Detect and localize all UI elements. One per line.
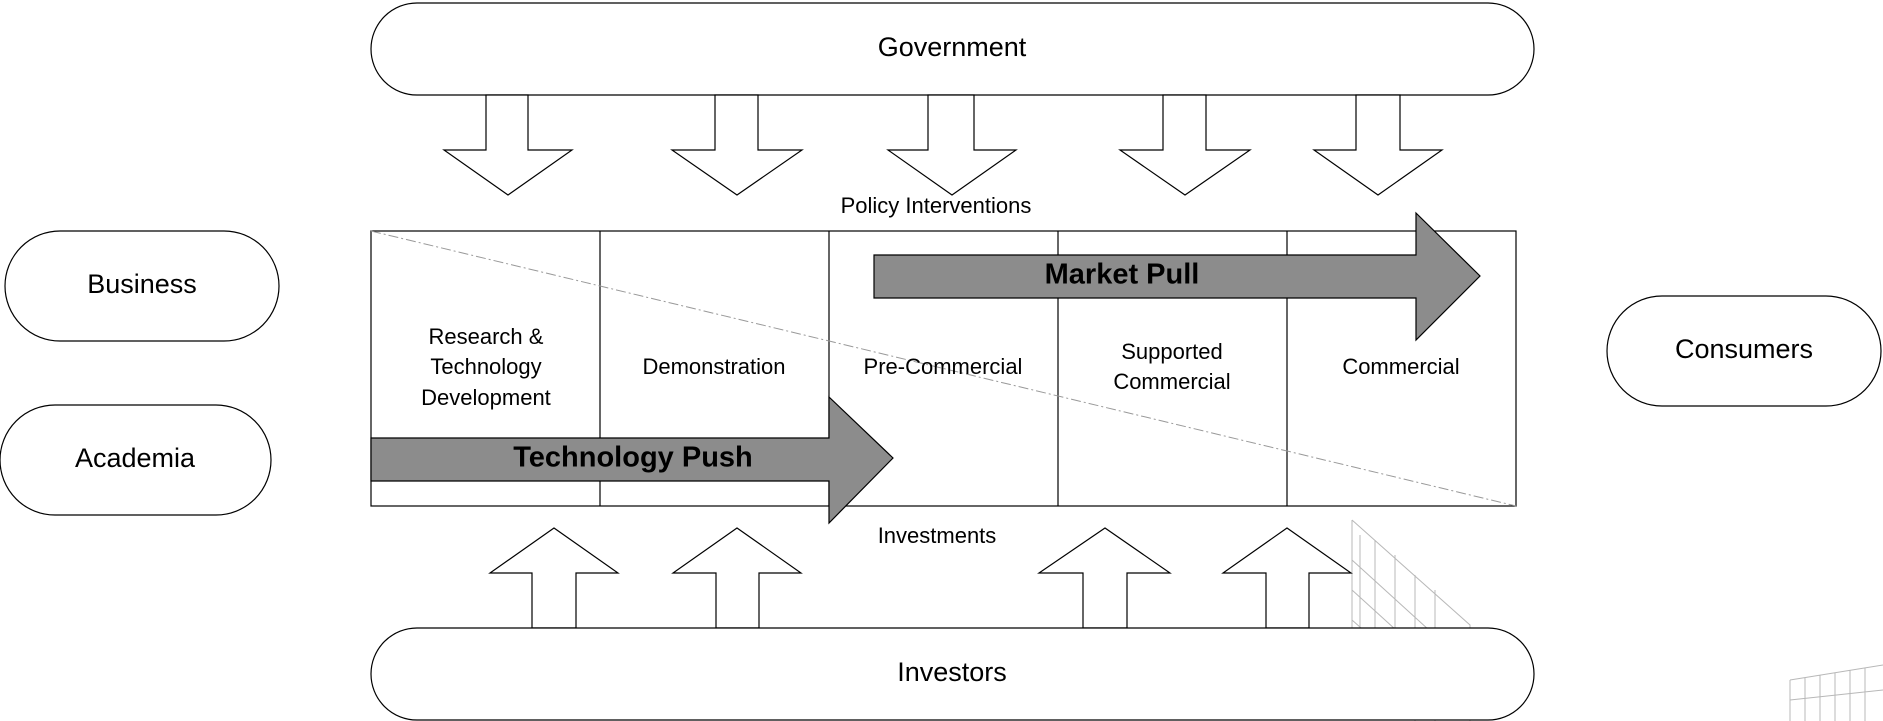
stage-label-4-line-1: Supported — [1121, 339, 1223, 364]
up-arrow-icon — [1221, 527, 1353, 629]
stage-label-1-line-3: Development — [421, 385, 551, 410]
government-label: Government — [878, 32, 1027, 62]
down-arrow-icon — [886, 94, 1018, 196]
investment-arrows — [488, 527, 1353, 629]
policy-arrows — [442, 94, 1444, 196]
stage-label-3: Pre-Commercial — [864, 354, 1023, 379]
down-arrow-icon — [670, 94, 804, 196]
down-arrow-icon — [1312, 94, 1444, 196]
academia-pill — [0, 404, 272, 516]
academia-label: Academia — [75, 443, 196, 473]
consumers-pill — [1606, 295, 1882, 407]
investors-label: Investors — [897, 657, 1007, 687]
stage-label-1-line-2: Technology — [430, 354, 541, 379]
up-arrow-icon — [671, 527, 803, 629]
stage-label-1-line-1: Research & — [429, 324, 544, 349]
consumers-label: Consumers — [1675, 334, 1813, 364]
market-pull-label: Market Pull — [1045, 259, 1200, 291]
down-arrow-icon — [442, 94, 574, 196]
up-arrow-icon — [1037, 527, 1172, 629]
stage-label-4-line-2: Commercial — [1113, 369, 1230, 394]
technology-push-arrow — [370, 395, 894, 525]
business-label: Business — [87, 269, 197, 299]
technology-push-label: Technology Push — [513, 442, 753, 474]
stage-label-2: Demonstration — [642, 354, 785, 379]
stage-label-5: Commercial — [1342, 354, 1459, 379]
market-pull-arrow — [873, 211, 1481, 342]
investors-pill — [370, 627, 1535, 721]
business-pill — [4, 230, 280, 342]
policy-interventions-label: Policy Interventions — [841, 193, 1032, 218]
investments-label: Investments — [878, 523, 997, 548]
diagonal-divider — [370, 230, 1517, 507]
down-arrow-icon — [1118, 94, 1252, 196]
up-arrow-icon — [488, 527, 620, 629]
